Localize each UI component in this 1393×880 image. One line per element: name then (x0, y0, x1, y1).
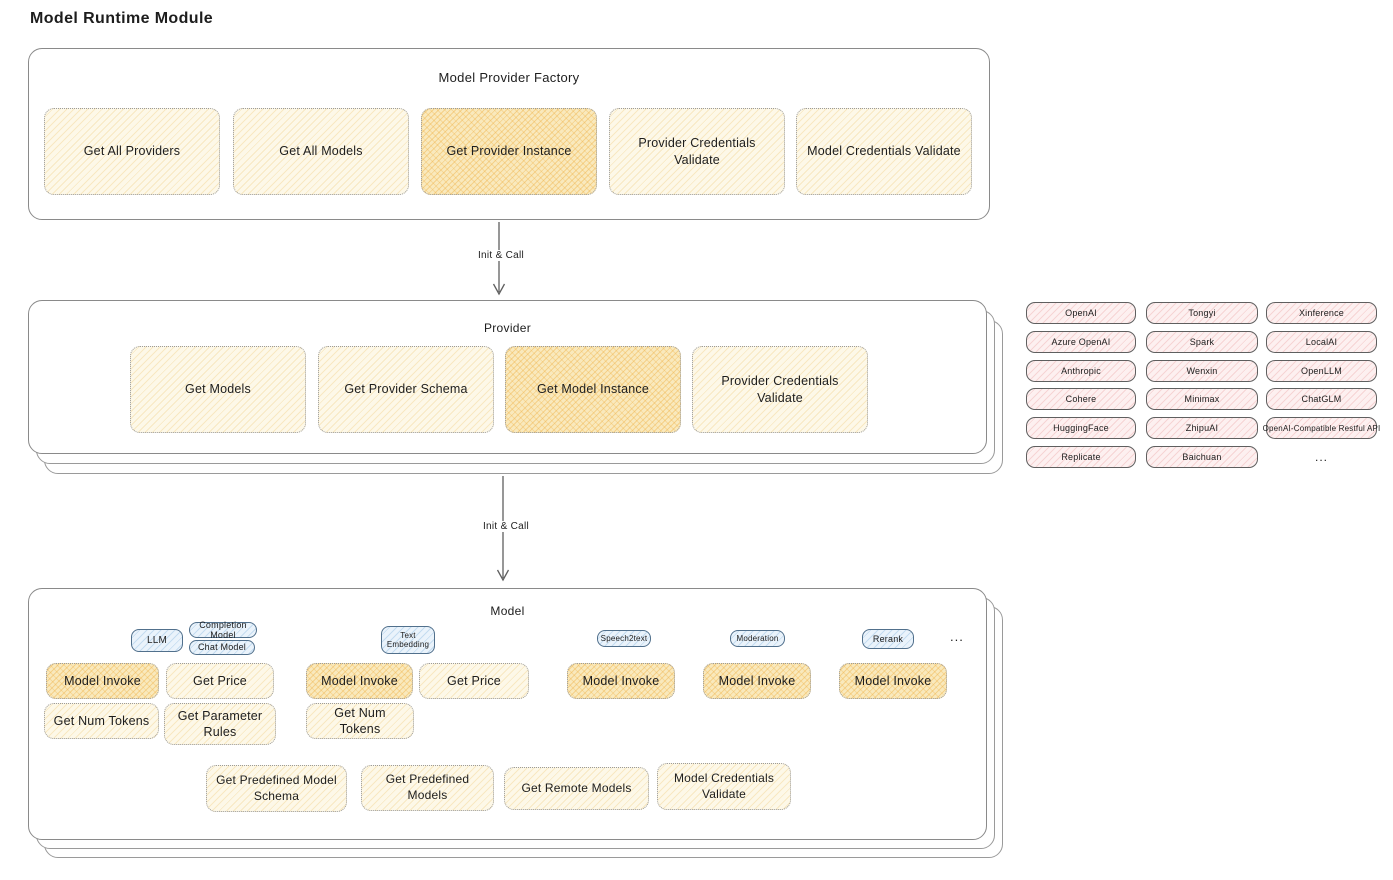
node-provider-credentials-validate: Provider Credentials Validate (609, 108, 785, 195)
node-model-invoke-moderation: Model Invoke (703, 663, 811, 699)
provider-item-wenxin: Wenxin (1146, 360, 1258, 382)
node-get-models: Get Models (130, 346, 306, 433)
node-get-price-embedding: Get Price (419, 663, 529, 699)
provider-list-grid: OpenAI Tongyi Xinference Azure OpenAI Sp… (1026, 300, 1380, 471)
node-get-provider-schema: Get Provider Schema (318, 346, 494, 433)
node-get-predefined-models: Get Predefined Models (361, 765, 494, 811)
provider-item-openllm: OpenLLM (1266, 360, 1377, 382)
provider-item-xinference: Xinference (1266, 302, 1377, 324)
provider-item-tongyi: Tongyi (1146, 302, 1258, 324)
provider-item-baichuan: Baichuan (1146, 446, 1258, 468)
node-get-predefined-model-schema: Get Predefined Model Schema (206, 765, 347, 812)
provider-item-chatglm: ChatGLM (1266, 388, 1377, 410)
node-get-num-tokens-embedding: Get Num Tokens (306, 703, 414, 739)
node-get-all-providers: Get All Providers (44, 108, 220, 195)
tag-rerank: Rerank (862, 629, 914, 649)
provider-panel: Provider Get Models Get Provider Schema … (28, 300, 987, 454)
node-provider-credentials-validate-2: Provider Credentials Validate (692, 346, 868, 433)
provider-item-replicate: Replicate (1026, 446, 1136, 468)
node-get-remote-models: Get Remote Models (504, 767, 649, 810)
node-model-invoke-rerank: Model Invoke (839, 663, 947, 699)
node-model-invoke-llm: Model Invoke (46, 663, 159, 699)
tag-more-ellipsis: ... (950, 629, 964, 644)
node-model-invoke-speech2text: Model Invoke (567, 663, 675, 699)
init-call-label-2: Init & Call (471, 521, 541, 532)
init-call-label-1: Init & Call (466, 250, 536, 261)
provider-item-cohere: Cohere (1026, 388, 1136, 410)
node-get-parameter-rules: Get Parameter Rules (164, 703, 276, 745)
provider-item-azure-openai: Azure OpenAI (1026, 331, 1136, 353)
model-panel-title: Model (490, 604, 525, 618)
factory-panel: Model Provider Factory Get All Providers… (28, 48, 990, 220)
provider-item-openai: OpenAI (1026, 302, 1136, 324)
tag-llm: LLM (131, 629, 183, 652)
provider-item-spark: Spark (1146, 331, 1258, 353)
tag-moderation: Moderation (730, 630, 785, 647)
node-get-all-models: Get All Models (233, 108, 409, 195)
provider-item-minimax: Minimax (1146, 388, 1258, 410)
tag-text-embedding: Text Embedding (381, 626, 435, 654)
tag-speech2text: Speech2text (597, 630, 651, 647)
node-get-model-instance: Get Model Instance (505, 346, 681, 433)
provider-item-anthropic: Anthropic (1026, 360, 1136, 382)
diagram-title: Model Runtime Module (30, 10, 214, 27)
model-panel: Model LLM Completion Model Chat Model Te… (28, 588, 987, 840)
tag-completion-model: Completion Model (189, 620, 257, 640)
provider-panel-title: Provider (483, 321, 532, 335)
provider-item-more-ellipsis: ... (1314, 450, 1328, 464)
provider-item-openai-compatible: OpenAI-Compatible Restful API (1263, 417, 1380, 439)
node-get-num-tokens-llm: Get Num Tokens (44, 703, 159, 739)
provider-item-zhipuai: ZhipuAI (1146, 417, 1258, 439)
node-get-provider-instance: Get Provider Instance (421, 108, 597, 195)
node-get-price-llm: Get Price (166, 663, 274, 699)
provider-item-huggingface: HuggingFace (1026, 417, 1136, 439)
provider-item-localai: LocalAI (1266, 331, 1377, 353)
node-model-invoke-embedding: Model Invoke (306, 663, 413, 699)
factory-panel-title: Model Provider Factory (438, 70, 580, 85)
node-model-credentials-validate: Model Credentials Validate (796, 108, 972, 195)
tag-chat-model: Chat Model (189, 640, 255, 655)
node-model-credentials-validate-2: Model Credentials Validate (657, 763, 791, 810)
